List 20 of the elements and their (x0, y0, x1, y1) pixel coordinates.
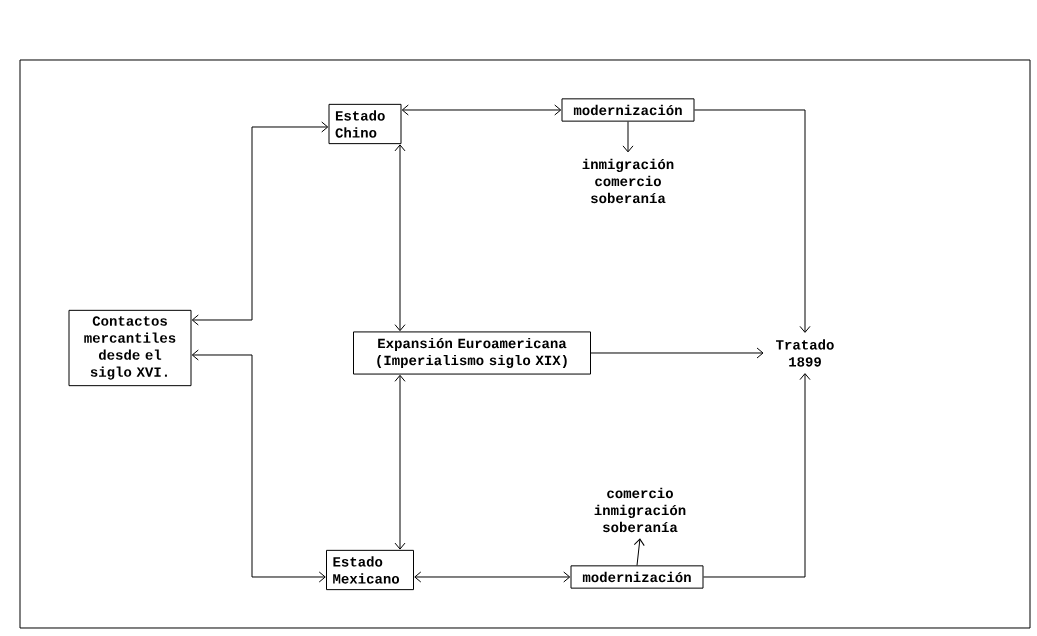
arrow (191, 349, 326, 583)
arrow (694, 109, 811, 333)
arrow (703, 373, 811, 578)
process-box: Contactos mercantiles desde el siglo XVI. (68, 309, 192, 387)
process-box: modernización (561, 98, 695, 122)
arrow (191, 121, 329, 326)
process-box: modernización (570, 565, 704, 589)
arrow (622, 121, 634, 153)
arrow (394, 374, 406, 550)
text-label: Tratado 1899 (776, 339, 834, 367)
arrow (401, 104, 562, 116)
process-box: Expansión Euroamericana (Imperialismo siglo XIX) (353, 331, 591, 375)
arrow (633, 538, 645, 566)
arrow (590, 347, 764, 359)
text-label: comercio inmigración soberanía (594, 487, 686, 533)
arrow (414, 571, 571, 583)
process-box: Estado Chino (328, 103, 402, 145)
arrow (394, 144, 406, 332)
process-box: Estado Mexicano (326, 549, 414, 591)
text-label: inmigración comercio soberanía (582, 158, 674, 204)
